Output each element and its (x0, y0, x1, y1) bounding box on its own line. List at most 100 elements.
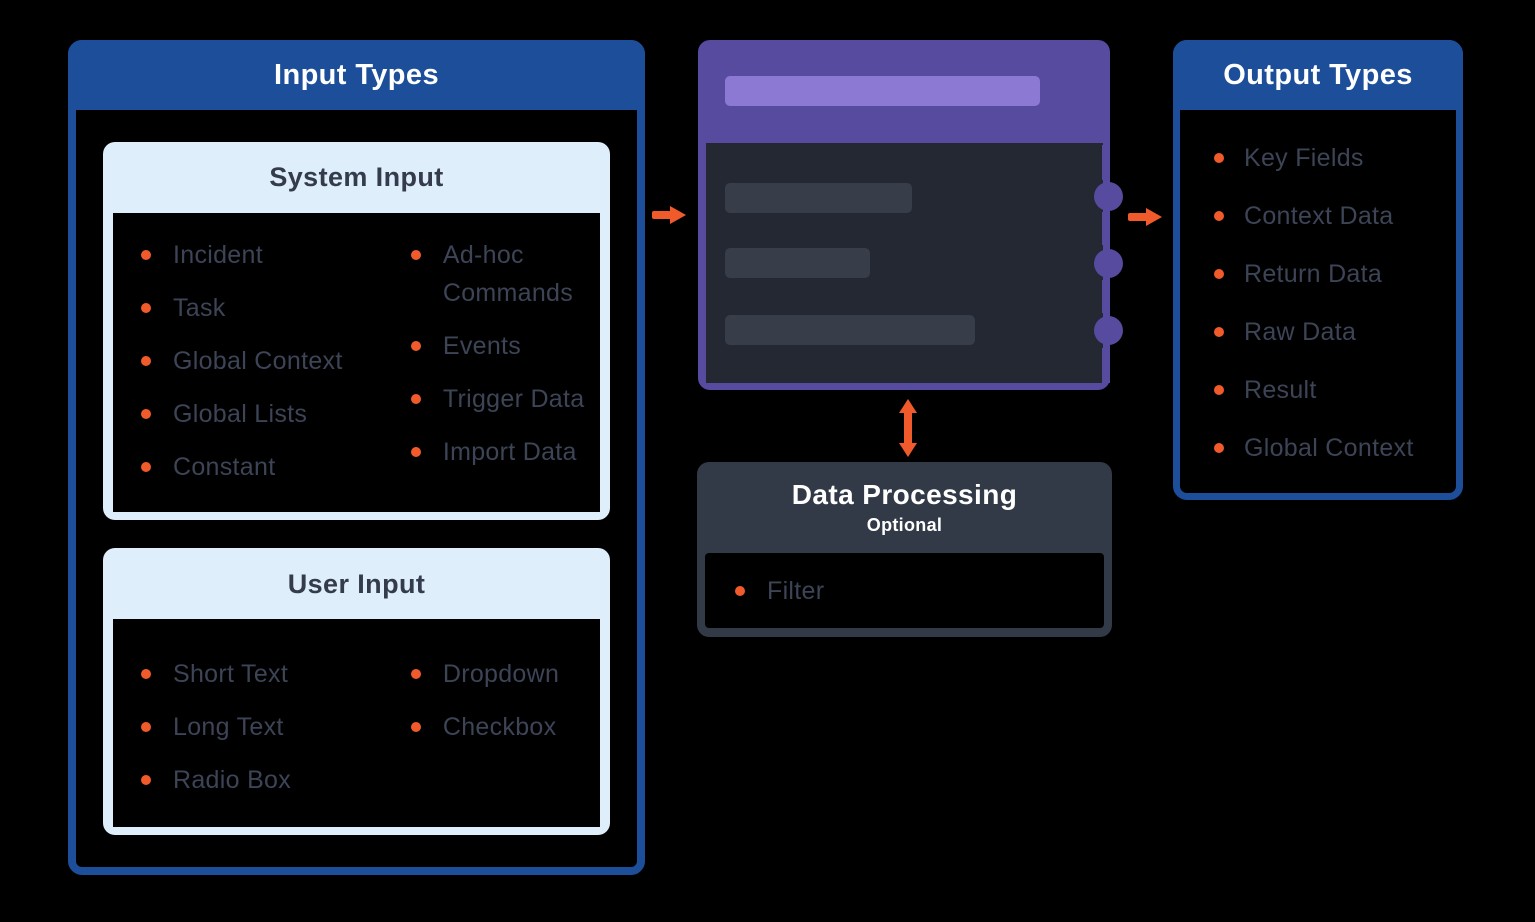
bullet-icon (141, 462, 151, 472)
list-item: Dropdown (410, 655, 600, 693)
bullet-icon (141, 356, 151, 366)
bullet-icon (1214, 211, 1224, 221)
list-item-label: Trigger Data (442, 385, 585, 413)
list-item-label: Key Fields (1244, 143, 1364, 172)
list-item: Checkbox (410, 708, 600, 746)
list-item: Short Text (141, 655, 381, 693)
bullet-icon (141, 409, 151, 419)
data-processing-list: Filter (705, 572, 1104, 610)
port-connector-segment (1102, 280, 1110, 313)
arrow-shaft (1128, 213, 1148, 221)
list-item: Global Context (141, 342, 381, 380)
list-item-label: Long Text (173, 713, 284, 741)
node-text-placeholder (725, 183, 912, 213)
list-item-label: Incident (173, 241, 263, 269)
data-processing-subtitle: Optional (866, 515, 943, 535)
user-input-col2: Dropdown Checkbox (381, 655, 600, 761)
list-item: Task (141, 289, 381, 327)
list-item-label: Return Data (1244, 259, 1383, 288)
arrow-head-icon (1146, 208, 1162, 226)
bullet-icon (410, 250, 421, 260)
data-processing-box: Data Processing Optional Filter (697, 462, 1112, 637)
bullet-icon (410, 447, 421, 457)
bullet-icon (141, 669, 151, 679)
list-item: Key Fields (1180, 129, 1456, 187)
list-item: Filter (735, 572, 1104, 610)
input-types-header: Input Types (68, 40, 645, 110)
output-port-icon (1094, 249, 1123, 278)
system-input-col1: Incident Task Global Context Global List… (113, 236, 381, 501)
system-input-body: Incident Task Global Context Global List… (113, 213, 600, 512)
list-item-label: Global Context (1244, 433, 1414, 462)
list-item: Context Data (1180, 187, 1456, 245)
list-item: Incident (141, 236, 381, 274)
list-item: Long Text (141, 708, 381, 746)
list-item-label: Dropdown (442, 660, 560, 688)
output-types-title: Output Types (1223, 58, 1413, 91)
arrow-head-up-icon (899, 399, 917, 413)
node-text-placeholder (725, 248, 870, 278)
bullet-icon (141, 722, 151, 732)
bullet-icon (1214, 269, 1224, 279)
list-item: Ad-hoc Commands (410, 236, 600, 312)
bullet-icon (410, 722, 421, 732)
bullet-icon (735, 585, 745, 596)
input-types-panel: Input Types System Input Incident Task G… (68, 40, 645, 875)
user-input-card: User Input Short Text Long Text Radio Bo… (103, 548, 610, 835)
port-connector-segment (1102, 212, 1110, 245)
user-input-header: User Input (103, 548, 610, 620)
bullet-icon (410, 341, 421, 351)
list-item-label: Events (442, 332, 522, 360)
list-item: Global Context (1180, 419, 1456, 477)
list-item: Raw Data (1180, 303, 1456, 361)
data-processing-title: Data Processing (791, 479, 1018, 510)
list-item: Return Data (1180, 245, 1456, 303)
node-title-placeholder (725, 76, 1040, 106)
list-item-label: Radio Box (173, 766, 292, 794)
list-item: Constant (141, 448, 381, 486)
arrow-head-down-icon (899, 443, 917, 457)
output-types-panel: Output Types Key Fields Context Data Ret… (1173, 40, 1463, 500)
output-port-icon (1094, 182, 1123, 211)
system-input-title: System Input (269, 162, 444, 192)
bullet-icon (1214, 327, 1224, 337)
list-item-label: Task (173, 294, 226, 322)
list-item: Result (1180, 361, 1456, 419)
system-input-card: System Input Incident Task Global Contex… (103, 142, 610, 520)
list-item: Trigger Data (410, 380, 600, 418)
list-item-label: Raw Data (1244, 317, 1357, 346)
port-connector-segment (1102, 348, 1110, 383)
list-item-label: Result (1244, 375, 1317, 404)
arrow-node-to-output (1128, 208, 1162, 226)
user-input-title: User Input (287, 568, 426, 599)
arrow-shaft (904, 411, 912, 445)
bullet-icon (410, 669, 421, 679)
list-item-label: Constant (173, 453, 276, 481)
data-processing-body: Filter (705, 553, 1104, 628)
output-types-list: Key Fields Context Data Return Data Raw … (1180, 129, 1456, 477)
bullet-icon (1214, 153, 1224, 163)
node-text-placeholder (725, 315, 975, 345)
list-item-label: Checkbox (442, 713, 557, 741)
node-body (706, 143, 1103, 383)
arrow-input-to-node (652, 206, 686, 224)
bullet-icon (141, 775, 151, 785)
list-item-label: Global Lists (173, 400, 308, 428)
output-port-icon (1094, 316, 1123, 345)
output-types-header: Output Types (1173, 40, 1463, 110)
list-item-label: Ad-hoc Commands (442, 241, 574, 307)
arrow-head-icon (670, 206, 686, 224)
port-connector-segment (1102, 145, 1110, 180)
bullet-icon (1214, 443, 1224, 453)
input-types-title: Input Types (274, 58, 439, 91)
system-input-col2: Ad-hoc Commands Events Trigger Data Impo… (381, 236, 600, 486)
list-item-label: Import Data (442, 438, 577, 466)
bullet-icon (410, 394, 421, 404)
list-item: Events (410, 327, 600, 365)
system-input-header: System Input (103, 142, 610, 213)
list-item: Global Lists (141, 395, 381, 433)
list-item: Radio Box (141, 761, 381, 799)
list-item-label: Short Text (173, 660, 289, 688)
list-item: Import Data (410, 433, 600, 471)
arrow-shaft (652, 211, 672, 219)
